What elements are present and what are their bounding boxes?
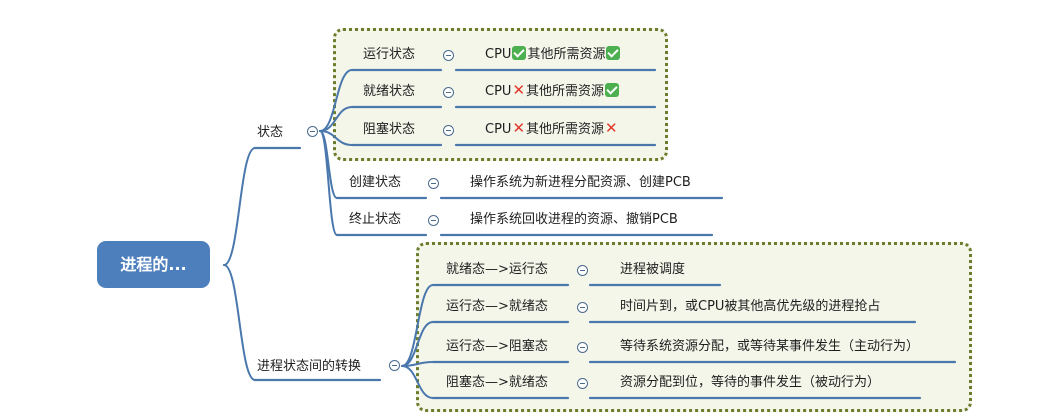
state-node-label: 运行状态 xyxy=(363,47,416,62)
detail-text: 操作系统为新进程分配资源、创建PCB xyxy=(470,175,691,190)
link-state-4 xyxy=(319,130,338,236)
state-collapse-icon[interactable] xyxy=(307,126,318,137)
transition-node-label: 运行态—>阻塞态 xyxy=(446,339,548,354)
transition-detail-label: 等待系统资源分配，或等待某事件发生（主动行为） xyxy=(620,338,919,356)
connector-lines xyxy=(223,68,957,400)
detail-text: 其他所需资源 xyxy=(527,47,606,62)
link-state-2 xyxy=(319,130,353,146)
root-collapse-icon[interactable] xyxy=(212,259,223,270)
branch-label-transition: 进程状态间的转换 xyxy=(257,359,362,374)
state-detail-label: CPU✕其他所需资源✕ xyxy=(485,121,619,139)
cross-mark-icon: ✕ xyxy=(512,81,526,99)
root-node-label: 进程的... xyxy=(120,255,187,274)
check-mark-icon xyxy=(606,46,621,60)
state-node-collapse-icon[interactable] xyxy=(443,50,454,61)
transition-detail-label: 时间片到，或CPU被其他高优先级的进程抢占 xyxy=(620,298,880,316)
detail-text: 时间片到，或CPU被其他高优先级的进程抢占 xyxy=(620,299,881,314)
link-transition-0 xyxy=(401,284,434,367)
detail-text: 其他所需资源 xyxy=(526,84,605,99)
state-node-collapse-icon[interactable] xyxy=(443,125,454,136)
link-root-transition xyxy=(223,264,256,381)
transition-detail-label: 资源分配到位，等待的事件发生（被动行为） xyxy=(620,374,880,392)
link-state-1 xyxy=(319,106,353,132)
link-root-state xyxy=(223,147,256,266)
detail-text: 其他所需资源 xyxy=(526,122,605,137)
transition-collapse-icon[interactable] xyxy=(389,360,400,371)
state-node-label: 阻塞状态 xyxy=(363,122,416,137)
detail-text: 操作系统回收进程的资源、撤销PCB xyxy=(470,212,678,227)
cross-mark-icon: ✕ xyxy=(605,119,618,137)
link-transition-3 xyxy=(401,365,434,399)
transition-node-collapse-icon[interactable] xyxy=(577,342,588,353)
transition-node-label: 运行态—>就绪态 xyxy=(446,299,548,314)
state-detail-label: 操作系统回收进程的资源、撤销PCB xyxy=(470,211,678,229)
transition-node-collapse-icon[interactable] xyxy=(577,302,588,313)
detail-text: CPU xyxy=(485,84,512,99)
state-node-label: 终止状态 xyxy=(349,212,402,227)
transition-node-collapse-icon[interactable] xyxy=(577,378,588,389)
detail-text: 等待系统资源分配，或等待某事件发生（主动行为） xyxy=(620,339,920,354)
detail-text: CPU xyxy=(485,122,512,137)
transition-node-collapse-icon[interactable] xyxy=(577,265,588,276)
state-node-label: 创建状态 xyxy=(349,175,402,190)
transition-node-label: 就绪态—>运行态 xyxy=(446,262,548,277)
detail-text: 进程被调度 xyxy=(620,262,686,277)
state-detail-label: CPU 其他所需资源 xyxy=(485,46,621,64)
link-state-0 xyxy=(319,69,353,132)
state-node-label: 就绪状态 xyxy=(363,84,416,99)
link-transition-1 xyxy=(401,321,434,367)
state-node-collapse-icon[interactable] xyxy=(428,215,439,226)
cross-mark-icon: ✕ xyxy=(512,119,526,137)
state-detail-label: CPU✕其他所需资源 xyxy=(485,83,620,101)
check-mark-icon xyxy=(605,83,620,97)
root-node[interactable]: 进程的... xyxy=(97,241,210,288)
state-node-collapse-icon[interactable] xyxy=(443,87,454,98)
transition-node-label: 阻塞态—>就绪态 xyxy=(446,375,548,390)
check-mark-icon xyxy=(512,46,527,60)
transition-detail-label: 进程被调度 xyxy=(620,261,685,279)
detail-text: CPU xyxy=(485,47,512,62)
state-node-collapse-icon[interactable] xyxy=(428,178,439,189)
transition-highlight-group xyxy=(416,242,972,412)
branch-label-state: 状态 xyxy=(257,125,284,140)
detail-text: 资源分配到位，等待的事件发生（被动行为） xyxy=(620,375,881,390)
state-detail-label: 操作系统为新进程分配资源、创建PCB xyxy=(470,174,691,192)
